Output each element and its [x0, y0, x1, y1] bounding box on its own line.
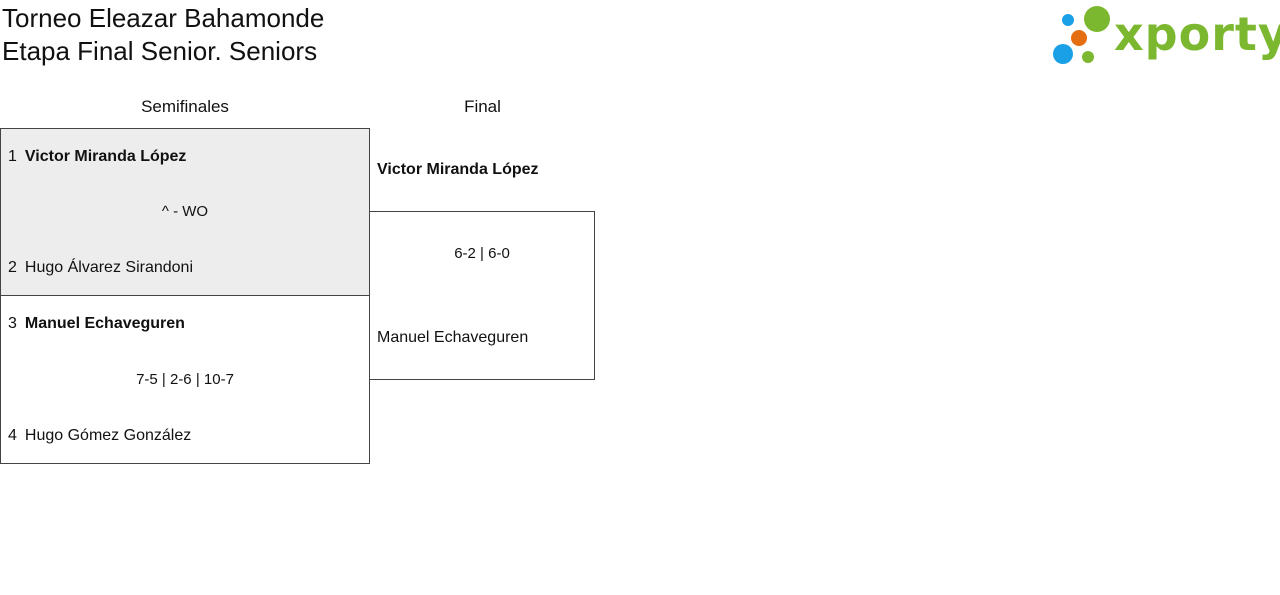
player-name-winner: Victor Miranda López — [24, 148, 187, 165]
match-player-2: 2 Hugo Álvarez Sirandoni — [8, 258, 193, 278]
match-player-1: 3 Manuel Echaveguren — [8, 314, 185, 334]
player-name: Hugo Álvarez Sirandoni — [24, 259, 193, 276]
match-player-1: 1 Victor Miranda López — [8, 147, 186, 167]
round-label-semifinals: Semifinales — [141, 97, 229, 116]
player-seed: 3 — [8, 315, 17, 332]
xporty-dots-logo-icon — [1053, 6, 1110, 64]
tournament-header: Torneo Eleazar Bahamonde Etapa Final Sen… — [2, 2, 324, 68]
match-player-2: 4 Hugo Gómez González — [8, 426, 191, 446]
player-name: Hugo Gómez González — [24, 427, 192, 444]
final-player-1-winner: Victor Miranda López — [377, 161, 539, 178]
final-player-2: Manuel Echaveguren — [377, 329, 529, 346]
semifinal-match-1[interactable]: 1 Victor Miranda López ^ - WO 2 Hugo Álvar… — [0, 128, 370, 296]
player-name-winner: Manuel Echaveguren — [24, 315, 185, 332]
match-score: 7-5 | 2-6 | 10-7 — [136, 371, 234, 388]
semifinal-match-2[interactable]: 3 Manuel Echaveguren 7-5 | 2-6 | 10-7 4 Hu… — [0, 295, 370, 464]
match-score: ^ - WO — [161, 203, 209, 220]
xporty-logo: xporty — [1050, 4, 1280, 66]
tournament-stage: Etapa Final Senior. Seniors — [2, 36, 318, 66]
final-match[interactable]: 6-2 | 6-0 Manuel Echaveguren — [369, 211, 595, 380]
tournament-title: Torneo Eleazar Bahamonde — [2, 3, 325, 33]
round-label-final: Final — [464, 97, 501, 116]
player-seed: 1 — [8, 148, 17, 165]
player-seed: 2 — [8, 259, 17, 276]
final-score: 6-2 | 6-0 — [454, 245, 510, 262]
xporty-logo-text: xporty — [1114, 7, 1280, 61]
player-seed: 4 — [8, 427, 17, 444]
